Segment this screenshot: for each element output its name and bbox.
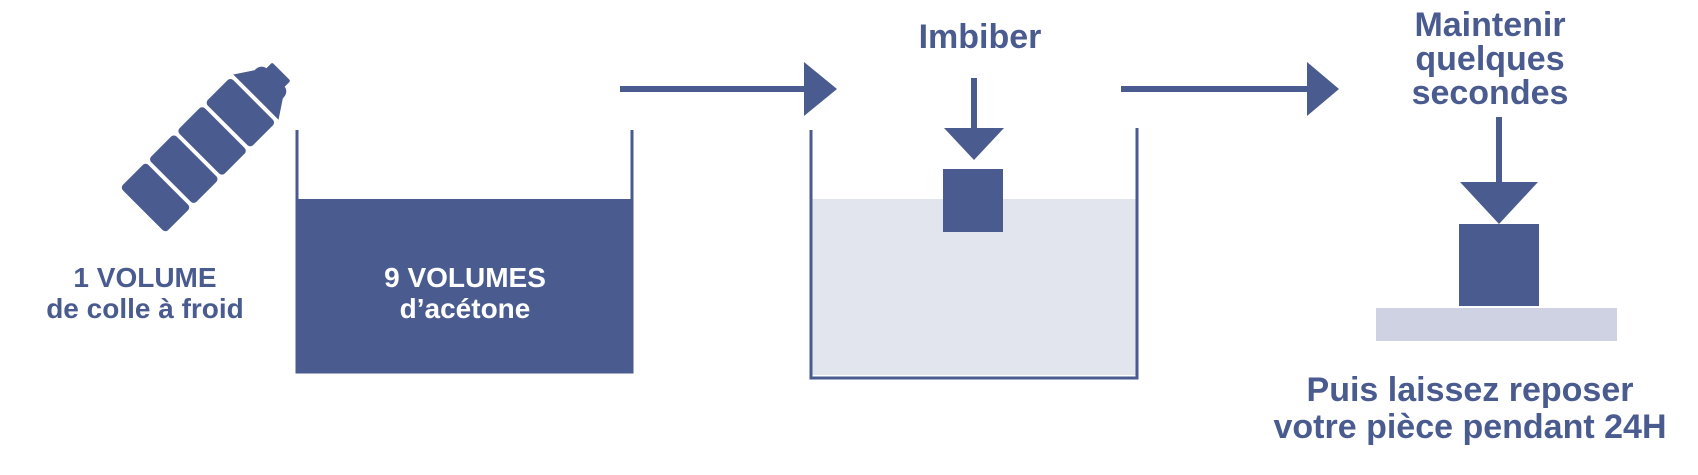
acetone-volume-label: 9 VOLUMES d’acétone	[300, 262, 630, 325]
glue-bottle-icon	[121, 63, 290, 232]
acetone-fill	[296, 199, 633, 373]
arrow-right-2	[1121, 62, 1339, 116]
glue-volume-line1: 1 VOLUME	[73, 262, 217, 293]
base-plate	[1376, 308, 1617, 341]
piece-soaking	[943, 169, 1003, 232]
glue-volume-label: 1 VOLUME de colle à froid	[20, 262, 270, 325]
soak-container	[809, 128, 1139, 380]
hold-line2: quelques	[1415, 40, 1565, 78]
acetone-container	[295, 130, 634, 374]
rest-line2: votre pièce pendant 24H	[1273, 407, 1667, 446]
hold-line3: secondes	[1411, 74, 1569, 112]
arrow-right-1	[620, 62, 837, 116]
hold-label: Maintenir quelques secondes	[1360, 8, 1620, 110]
rest-line1: Puis laissez reposer	[1306, 371, 1634, 409]
soak-container-walls	[809, 128, 1139, 380]
acetone-volume-line2: d’acétone	[399, 293, 531, 325]
hold-line1: Maintenir	[1414, 6, 1566, 44]
arrow-down-soak	[944, 78, 1004, 160]
acetone-volume-line1: 9 VOLUMES	[384, 262, 546, 293]
soak-label: Imbiber	[918, 18, 1042, 56]
rest-instruction: Puis laissez reposer votre pièce pendant…	[1250, 372, 1690, 445]
arrow-down-hold	[1460, 117, 1538, 224]
acetone-container-walls	[295, 130, 634, 374]
glue-volume-line2: de colle à froid	[46, 293, 244, 325]
piece-resting	[1459, 224, 1539, 306]
